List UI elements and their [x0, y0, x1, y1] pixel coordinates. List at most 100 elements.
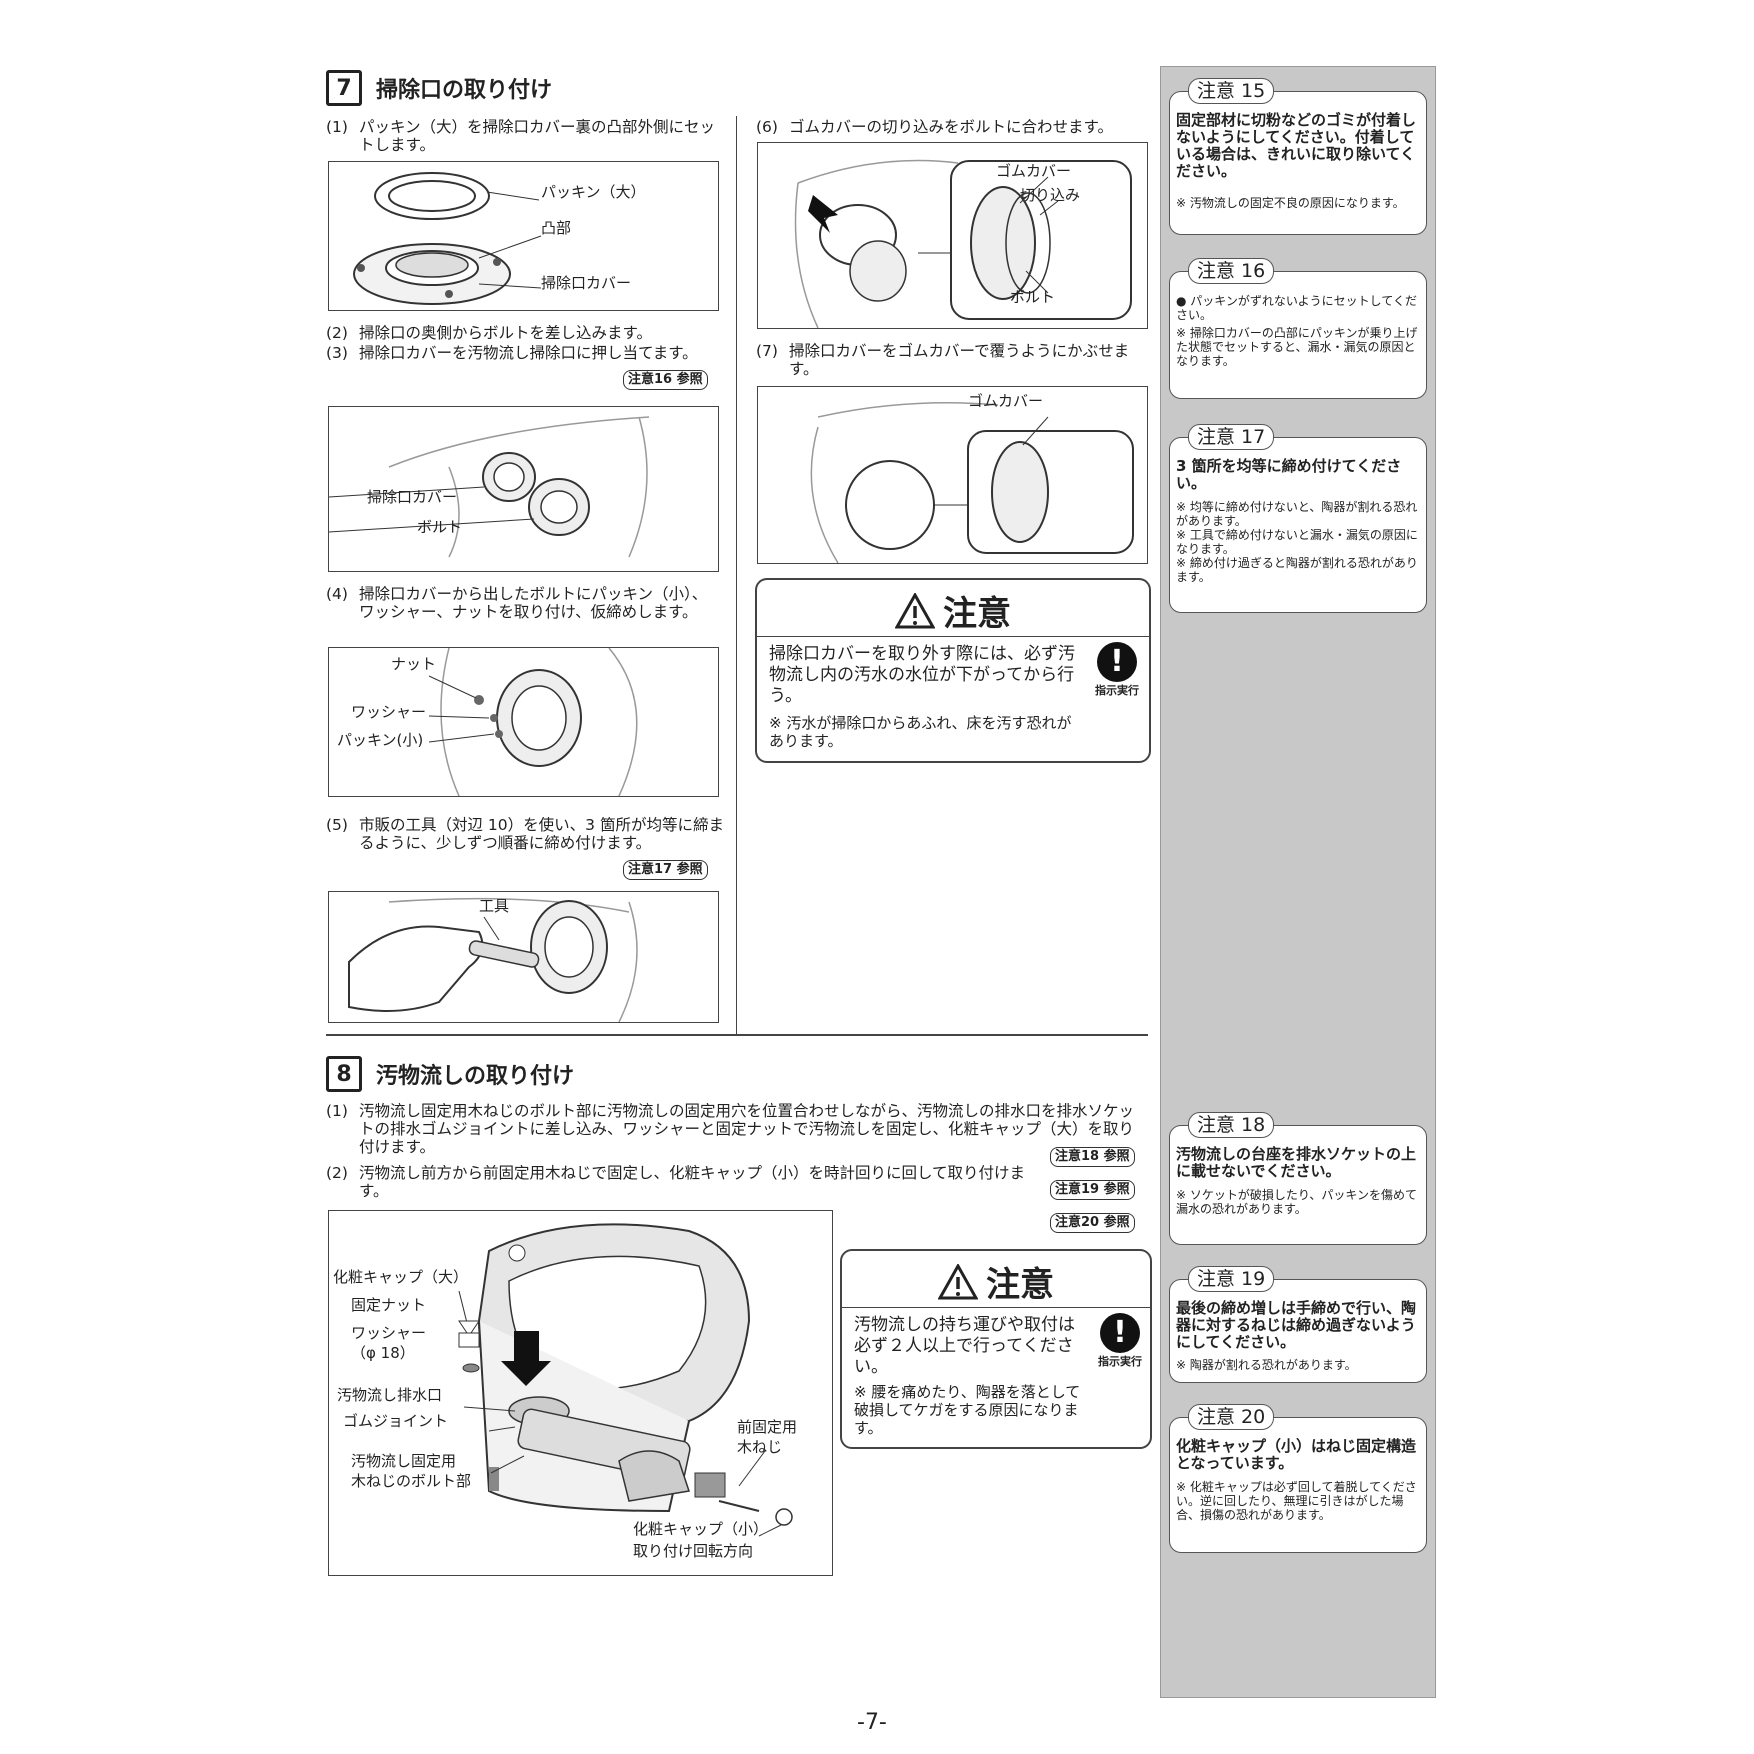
note-sub-1: ● パッキンがずれないようにセットしてください。 — [1176, 294, 1417, 322]
step-number: (1) — [326, 118, 348, 136]
step-number: (4) — [326, 585, 348, 603]
caution-heading: 注意 — [757, 586, 1149, 635]
step-text: 市販の工具（対辺 10）を使い、3 箇所が均等に締まるように、少しずつ順番に締め… — [359, 816, 724, 852]
step-text: ゴムカバーの切り込みをボルトに合わせます。 — [789, 118, 1113, 136]
label-drain: 汚物流し排水口 — [337, 1386, 443, 1404]
step-7-3: (3) 掃除口カバーを汚物流し掃除口に押し当てます。 — [326, 344, 711, 362]
note-main: 最後の締め増しは手締めで行い、陶器に対するねじは締め過ぎないようにしてください。 — [1176, 1299, 1417, 1351]
label-packing-large: パッキン（大） — [541, 183, 646, 201]
section-7-title: 掃除口の取り付け — [376, 78, 553, 103]
step-7-1: (1) パッキン（大）を掃除口カバー裏の凸部外側にセットします。 — [326, 118, 721, 154]
label-washer: ワッシャー — [351, 703, 427, 721]
section-7-number: 7 — [326, 70, 362, 106]
label-rubber-cover: ゴムカバー — [968, 392, 1044, 410]
note-label: 注意 17 — [1188, 424, 1275, 450]
note-18: 注意 18 汚物流しの台座を排水ソケットの上に載せないでください。 ※ ソケット… — [1169, 1112, 1427, 1245]
label-washer: ワッシャー — [351, 1324, 427, 1342]
label-packing-small: パッキン(小) — [337, 731, 424, 749]
label-cover: 掃除口カバー — [367, 488, 458, 506]
caution-sub-text: ※ 腰を痛めたり、陶器を落として破損してケガをする原因になります。 — [854, 1383, 1081, 1437]
caution-box-cleanout: 注意 掃除口カバーを取り外す際には、必ず汚物流し内の汚水の水位が下がってから行う… — [755, 578, 1151, 763]
note-sub: ※ 化粧キャップは必ず回して着脱してください。逆に回したり、無理に引きはがした場… — [1176, 1480, 1417, 1522]
label-cap-small-1: 化粧キャップ（小） — [633, 1520, 769, 1538]
note-label: 注意 16 — [1188, 258, 1275, 284]
caution-main-text: 汚物流しの持ち運びや取付は必ず２人以上で行ってください。 — [854, 1315, 1075, 1377]
figure-toilet-install: 化粧キャップ（大） 固定ナット ワッシャー （φ 18） 汚物流し排水口 ゴムジ… — [328, 1210, 833, 1576]
section-8-number: 8 — [326, 1056, 362, 1092]
note-sub: ※ 均等に締め付けないと、陶器が割れる恐れがあります。 ※ 工具で締め付けないと… — [1176, 500, 1418, 584]
warning-triangle-icon — [938, 1263, 978, 1299]
note-sub: ※ 汚物流しの固定不良の原因になります。 — [1176, 196, 1405, 210]
label-convex: 凸部 — [541, 219, 572, 237]
note-label: 注意 20 — [1188, 1404, 1275, 1430]
step-8-2: (2) 汚物流し前方から前固定用木ねじで固定し、化粧キャップ（小）を時計回りに回… — [326, 1164, 1026, 1200]
caution-title: 注意 — [986, 1265, 1054, 1305]
caution-title: 注意 — [943, 594, 1011, 634]
note-20: 注意 20 化粧キャップ（小）はねじ固定構造となっています。 ※ 化粧キャップは… — [1169, 1404, 1427, 1553]
section-7-heading: 7 掃除口の取り付け — [326, 70, 552, 106]
label-bolt-part-1: 汚物流し固定用 — [351, 1452, 457, 1470]
step-number: (7) — [756, 342, 778, 360]
label-cover: 掃除口カバー — [541, 274, 632, 292]
ref-note-20[interactable]: 注意20 参照 — [1050, 1213, 1135, 1233]
ref-note-18[interactable]: 注意18 参照 — [1050, 1147, 1135, 1167]
icon-label: 指示実行 — [1095, 684, 1139, 697]
step-text: 掃除口カバーをゴムカバーで覆うようにかぶせます。 — [789, 342, 1130, 378]
step-8-1: (1) 汚物流し固定用木ねじのボルト部に汚物流しの固定用穴を位置合わせしながら、… — [326, 1102, 1148, 1156]
label-nut: ナット — [391, 655, 437, 673]
figure-tool: 工具 — [328, 891, 719, 1023]
label-front-screw-2: 木ねじ — [737, 1438, 783, 1456]
notes-sidebar: 注意 15 固定部材に切粉などのゴミが付着しないようにしてください。付着している… — [1160, 66, 1436, 1698]
ref-note-19[interactable]: 注意19 参照 — [1050, 1180, 1135, 1200]
note-main: 汚物流しの台座を排水ソケットの上に載せないでください。 — [1176, 1145, 1417, 1180]
label-cap-large: 化粧キャップ（大） — [333, 1268, 469, 1286]
note-sub: ※ 陶器が割れる恐れがあります。 — [1176, 1358, 1357, 1372]
label-notch: 切り込み — [1020, 186, 1081, 204]
note-label: 注意 18 — [1188, 1112, 1275, 1138]
label-fix-nut: 固定ナット — [351, 1296, 427, 1314]
step-text: 汚物流し固定用木ねじのボルト部に汚物流しの固定用穴を位置合わせしながら、汚物流し… — [359, 1102, 1135, 1156]
step-text: 掃除口カバーから出したボルトにパッキン（小）、ワッシャー、ナットを取り付け、仮締… — [359, 585, 708, 621]
caution-box-carry: 注意 汚物流しの持ち運びや取付は必ず２人以上で行ってください。 ※ 腰を痛めたり… — [840, 1249, 1152, 1449]
step-number: (2) — [326, 324, 348, 342]
column-divider — [736, 116, 737, 1036]
label-front-screw-1: 前固定用 — [737, 1418, 798, 1436]
step-7-7: (7) 掃除口カバーをゴムカバーで覆うようにかぶせます。 — [756, 342, 1151, 378]
section-8-heading: 8 汚物流しの取り付け — [326, 1056, 574, 1092]
section-separator — [326, 1034, 1148, 1036]
ref-note-17[interactable]: 注意17 参照 — [623, 860, 708, 880]
note-main: 化粧キャップ（小）はねじ固定構造となっています。 — [1176, 1437, 1417, 1472]
step-number: (6) — [756, 118, 778, 136]
note-19: 注意 19 最後の締め増しは手締めで行い、陶器に対するねじは締め過ぎないようにし… — [1169, 1266, 1427, 1383]
mandatory-action-icon: ! 指示実行 — [1098, 1313, 1142, 1368]
note-main: 固定部材に切粉などのゴミが付着しないようにしてください。付着している場合は、きれ… — [1176, 111, 1417, 180]
step-text: 掃除口の奥側からボルトを差し込みます。 — [359, 324, 652, 342]
caution-divider — [842, 1307, 1150, 1308]
ref-note-16[interactable]: 注意16 参照 — [623, 370, 708, 390]
step-number: (1) — [326, 1102, 348, 1120]
step-7-2: (2) 掃除口の奥側からボルトを差し込みます。 — [326, 324, 721, 342]
label-bolt: ボルト — [417, 518, 463, 536]
caution-divider — [757, 636, 1149, 637]
label-rubber-cover: ゴムカバー — [996, 162, 1072, 180]
step-number: (5) — [326, 816, 348, 834]
label-bolt-part-2: 木ねじのボルト部 — [351, 1472, 472, 1490]
label-washer-size: （φ 18） — [351, 1344, 415, 1362]
step-7-5: (5) 市販の工具（対辺 10）を使い、3 箇所が均等に締まるように、少しずつ順… — [326, 816, 726, 852]
note-sub-2: ※ 掃除口カバーの凸部にパッキンが乗り上げた状態でセットすると、漏水・漏気の原因… — [1176, 326, 1418, 368]
step-text: 汚物流し前方から前固定用木ねじで固定し、化粧キャップ（小）を時計回りに回して取り… — [359, 1164, 1026, 1200]
icon-label: 指示実行 — [1098, 1355, 1142, 1368]
note-17: 注意 17 3 箇所を均等に締め付けてください。 ※ 均等に締め付けないと、陶器… — [1169, 424, 1427, 613]
warning-triangle-icon — [895, 592, 935, 628]
label-tool: 工具 — [479, 897, 510, 915]
mandatory-action-icon: ! 指示実行 — [1095, 642, 1139, 697]
step-number: (2) — [326, 1164, 348, 1182]
note-16: 注意 16 ● パッキンがずれないようにセットしてください。 ※ 掃除口カバーの… — [1169, 258, 1427, 399]
step-text: パッキン（大）を掃除口カバー裏の凸部外側にセットします。 — [359, 118, 716, 154]
note-15: 注意 15 固定部材に切粉などのゴミが付着しないようにしてください。付着している… — [1169, 78, 1427, 235]
label-rubber-joint: ゴムジョイント — [343, 1412, 449, 1430]
note-label: 注意 15 — [1188, 78, 1275, 104]
note-label: 注意 19 — [1188, 1266, 1275, 1292]
step-number: (3) — [326, 344, 348, 362]
page-number: -7- — [857, 1710, 887, 1735]
